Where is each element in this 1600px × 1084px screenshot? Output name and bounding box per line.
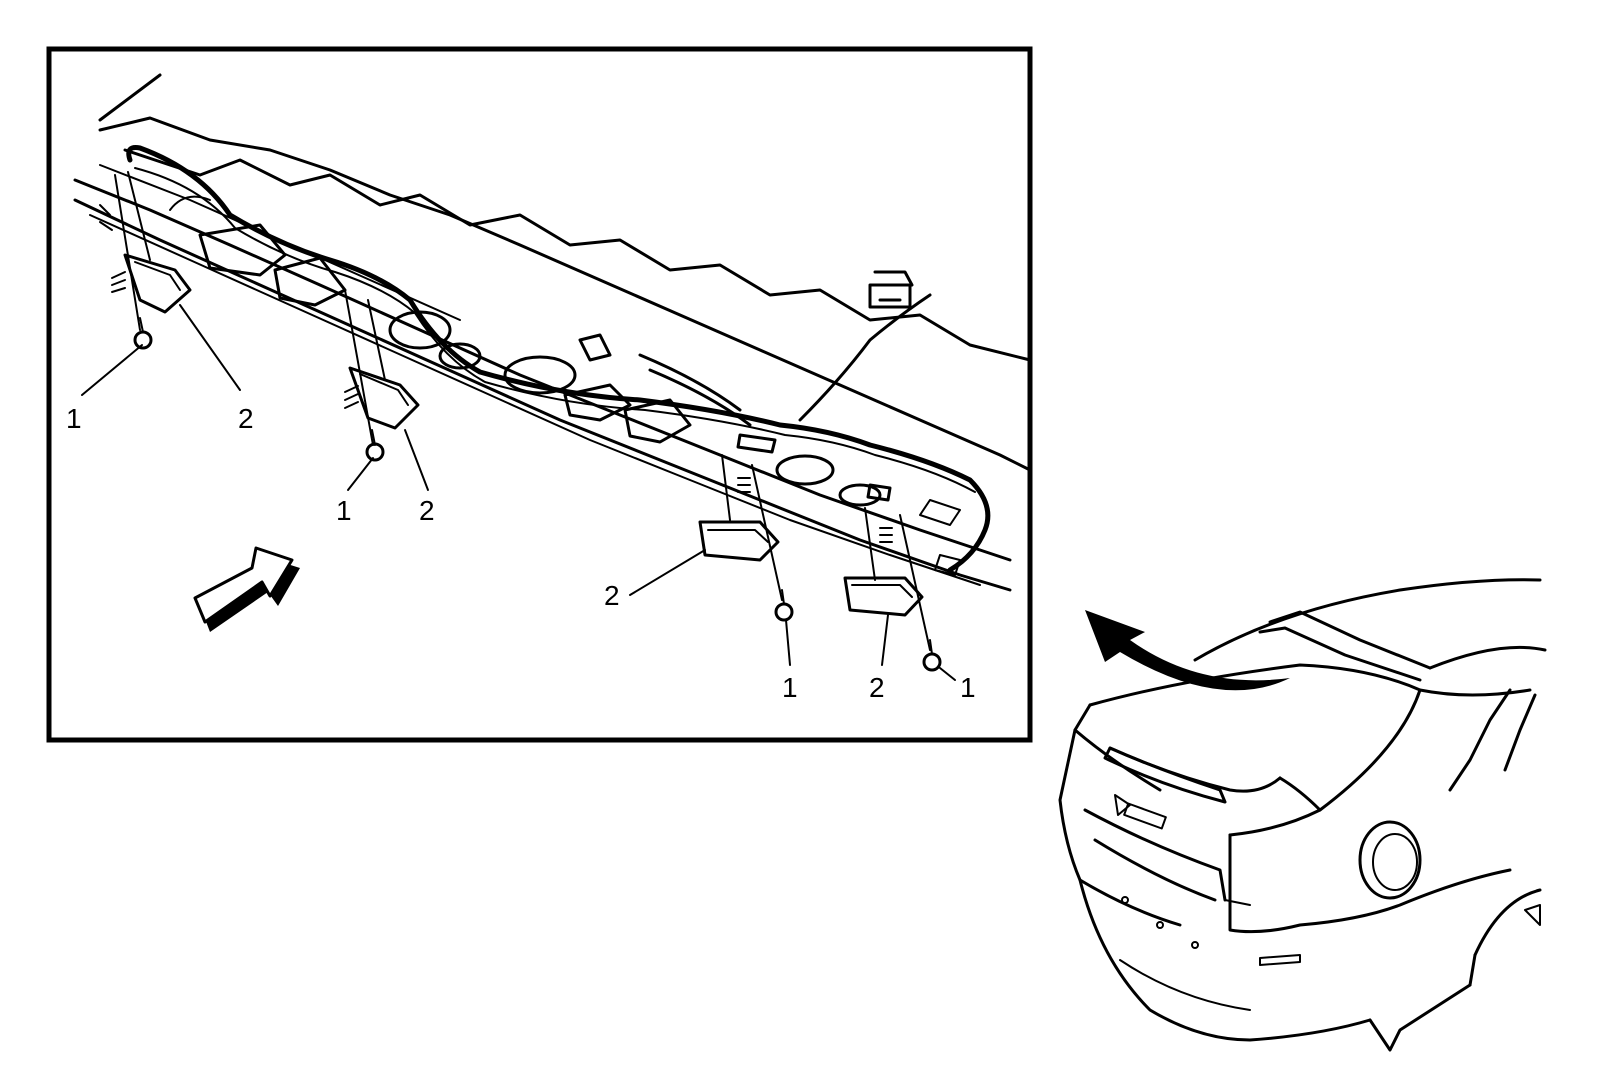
callout-2-left: 2 [238, 403, 254, 434]
wiring-harness [126, 145, 991, 573]
callout-2-right: 2 [869, 672, 885, 703]
callout-1-center-left: 1 [336, 495, 352, 526]
callout-1-right: 1 [960, 672, 976, 703]
fastener-group-a [81, 171, 241, 396]
callout-2-center-right: 2 [604, 580, 620, 611]
bracket [348, 366, 420, 430]
locator-arrow-icon [1085, 610, 1290, 691]
detail-view-frame [46, 46, 1033, 743]
fastener-group-c [629, 454, 794, 666]
bracket [123, 253, 192, 314]
view-direction-arrow-icon [193, 546, 300, 632]
bracket [843, 576, 924, 617]
fastener-group-d [843, 507, 956, 681]
callout-1-center-right: 1 [782, 672, 798, 703]
callout-1-left: 1 [66, 403, 82, 434]
callout-2-center-left: 2 [419, 495, 435, 526]
fastener-group-b [344, 289, 429, 491]
vehicle-locator-view [1058, 578, 1547, 1052]
